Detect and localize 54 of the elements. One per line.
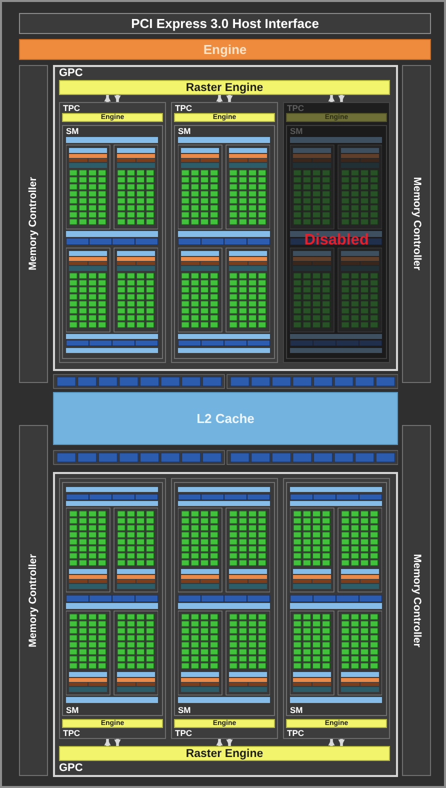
- tpc-panel: [59, 102, 166, 363]
- arrow: [216, 95, 223, 102]
- sm-label: SM: [290, 127, 303, 136]
- raster-engine-bar: Raster Engine: [59, 746, 390, 761]
- sm-label: SM: [66, 706, 79, 714]
- gpc-panel: [53, 65, 398, 371]
- arrow: [226, 95, 233, 102]
- memory-controller-panel: [19, 65, 48, 383]
- gpc-label: GPC: [59, 763, 83, 774]
- sm-label: SM: [290, 706, 303, 714]
- engine-bar: Engine: [19, 39, 431, 60]
- sm-label: SM: [178, 127, 191, 136]
- arrow: [328, 95, 335, 102]
- tpc-label: TPC: [63, 104, 80, 112]
- memory-controller-panel: [402, 65, 431, 383]
- arrow: [216, 739, 223, 746]
- tpc-panel: [59, 478, 166, 739]
- controller-label: Memory Controller: [411, 177, 422, 271]
- tpc-panel: [283, 478, 390, 739]
- l2-cache-block: L2 Cache: [53, 392, 398, 445]
- tpc-label: TPC: [175, 104, 192, 112]
- tpc-label: TPC: [175, 728, 192, 737]
- sm-panel: [286, 125, 387, 359]
- arrow: [226, 739, 233, 746]
- sm-panel: [62, 482, 163, 716]
- gpc-label: GPC: [59, 68, 83, 79]
- memory-controller-panel: [402, 425, 431, 776]
- sm-label: SM: [178, 706, 191, 714]
- arrow: [338, 739, 345, 746]
- arrow: [328, 739, 335, 746]
- arrow: [114, 739, 121, 746]
- memory-controller-panel: [19, 425, 48, 776]
- sm-panel: [174, 482, 275, 716]
- status-label: Disabled: [304, 232, 369, 248]
- arrow: [104, 95, 111, 102]
- gpc-panel: [53, 472, 398, 777]
- tpc-panel: [283, 102, 390, 363]
- controller-label: Memory Controller: [28, 554, 39, 648]
- sm-panel: [174, 125, 275, 359]
- tpc-label: TPC: [287, 728, 304, 737]
- arrow: [338, 95, 345, 102]
- host-interface-bar: PCI Express 3.0 Host Interface: [19, 13, 431, 34]
- sm-panel: [286, 482, 387, 716]
- arrow: [104, 739, 111, 746]
- tpc-label: TPC: [63, 728, 80, 737]
- tpc-label: TPC: [287, 104, 304, 112]
- tpc-panel: [171, 478, 278, 739]
- controller-label: Memory Controller: [411, 554, 422, 648]
- tpc-panel: [171, 102, 278, 363]
- arrow: [114, 95, 121, 102]
- sm-label: SM: [66, 127, 79, 136]
- sm-panel: [62, 125, 163, 359]
- controller-label: Memory Controller: [28, 177, 39, 271]
- raster-engine-bar: Raster Engine: [59, 80, 390, 95]
